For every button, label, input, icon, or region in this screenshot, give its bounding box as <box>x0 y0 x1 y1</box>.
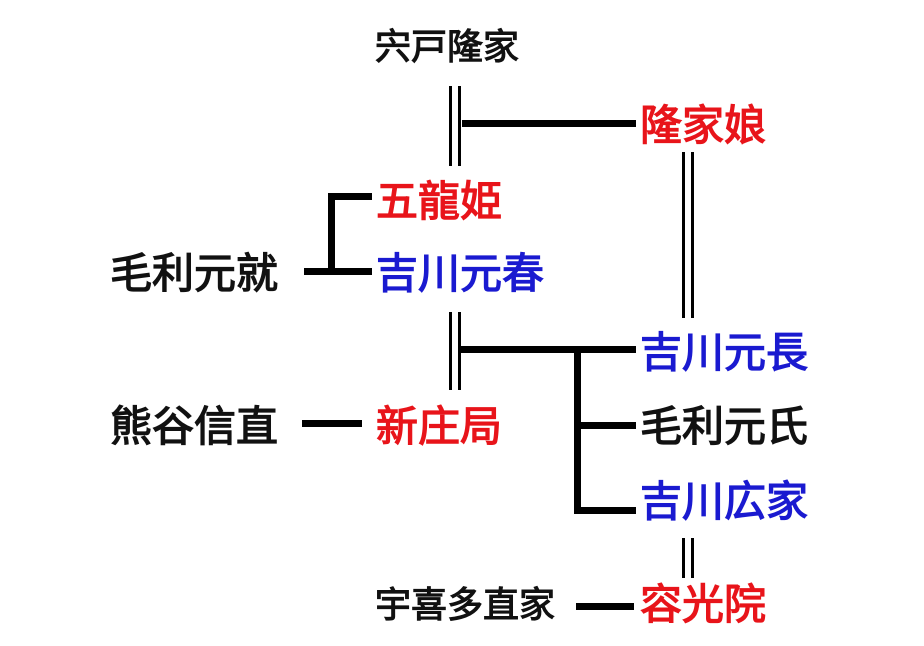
node-shishido-takaie: 宍戸隆家 <box>375 27 520 68</box>
node-goryuhime: 五龍姫 <box>376 177 503 226</box>
bracket-goryuhime <box>328 193 372 200</box>
node-kikkawa-motoharu: 吉川元春 <box>376 249 545 298</box>
children-line-motonaga <box>458 346 636 353</box>
node-yokoin: 容光院 <box>640 580 767 629</box>
node-mori-motonari: 毛利元就 <box>110 249 279 298</box>
node-ukita-naoie: 宇喜多直家 <box>375 585 556 626</box>
node-takaie-musume: 隆家娘 <box>640 101 767 150</box>
marriage-line-hiroie-yokoin <box>682 538 694 578</box>
children-line-motouji <box>574 422 636 429</box>
child-line-takaie-musume <box>462 120 636 127</box>
marriage-line-musume-motonaga <box>682 152 694 318</box>
connector-motonari <box>304 268 332 275</box>
node-kikkawa-motonaga: 吉川元長 <box>640 328 809 377</box>
bracket-vertical-motonari <box>328 193 335 275</box>
marriage-line-shishido-goryuhime <box>449 86 461 166</box>
node-kumagai-nobunao: 熊谷信直 <box>110 402 279 451</box>
child-line-shinjo <box>302 420 362 427</box>
children-vertical <box>574 346 581 514</box>
node-kikkawa-hiroie: 吉川広家 <box>640 477 809 526</box>
node-shinjo-tsubone: 新庄局 <box>376 402 503 451</box>
node-mori-motouji: 毛利元氏 <box>640 402 809 451</box>
children-line-hiroie <box>574 507 636 514</box>
bracket-motoharu <box>328 268 372 275</box>
child-line-yokoin <box>576 603 634 610</box>
